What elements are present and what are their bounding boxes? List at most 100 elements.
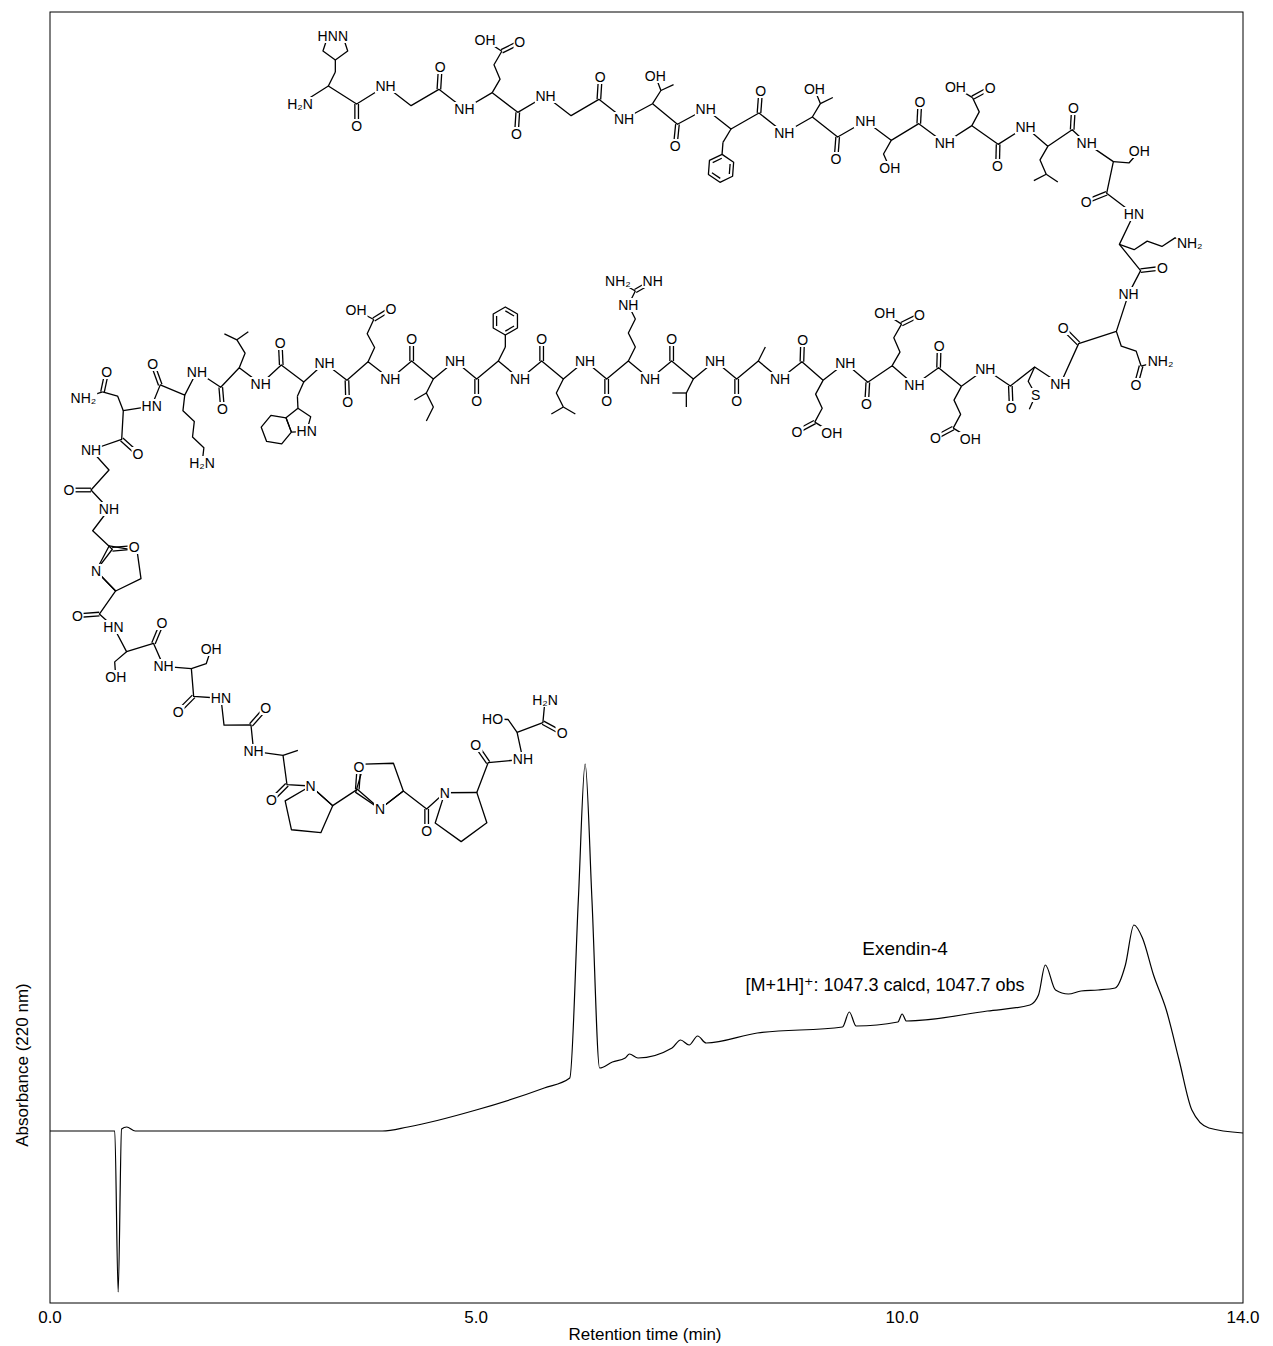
atom-label: O [71,609,84,623]
atom-label: HN [296,424,318,438]
bond-line [892,324,901,366]
bond-line [815,380,823,422]
bond-line [335,60,336,72]
atom-label: NH [1014,120,1036,134]
atom-label: NH [374,79,396,93]
atom-label: OH [1128,144,1151,158]
atom-label: N [305,779,317,793]
atom-label: O [1129,378,1142,392]
mass-annotation: [M+1H]⁺: 1047.3 calcd, 1047.7 obs [744,976,1025,994]
atom-label: HN [317,29,339,43]
atom-label: NH [444,354,466,368]
bond-line [505,326,514,331]
atom-label: O [513,35,526,49]
axis-title: Retention time (min) [567,1326,722,1343]
atom-label: NH [773,126,795,140]
atom-label: NH [974,362,996,376]
atom-label: NH₂ [1176,236,1204,250]
bond-line [661,85,674,91]
atom-label: O [469,738,482,752]
chromatogram-trace [50,764,1243,1292]
atom-label: HN [210,691,232,705]
bond-line [414,393,426,400]
bond-line [183,395,204,463]
atom-label: N [374,802,386,816]
bond-line [686,379,693,393]
atom-label: O [754,84,767,98]
atom-label: NH [1049,377,1071,391]
atom-label: O [100,365,113,379]
atom-label: O [984,81,997,95]
atom-label: OH [878,161,901,175]
atom-label: NH [243,744,265,758]
bond-line [672,392,686,393]
atom-label: OH [873,306,896,320]
bond-line [237,340,245,368]
atom-label: NH [153,659,175,673]
atom-label: NH [617,298,639,312]
bond-line [556,379,563,407]
bond-line [492,51,502,92]
atom-label: OH [820,426,843,440]
bond-line [1034,174,1046,180]
axis-title: Absorbance (220 nm) [14,982,31,1147]
bond-line [551,407,563,414]
atom-label: O [1005,401,1018,415]
atom-label: S [1030,388,1041,402]
bond-line [261,415,291,444]
atom-label: NH [509,372,531,386]
bond-line [972,98,979,126]
atom-label: NH [1076,136,1098,150]
tick-label: 10.0 [885,1309,920,1326]
bond-line [758,347,765,361]
atom-label: NH [313,356,335,370]
atom-label: NH [1118,287,1140,301]
atom-label: O [1156,261,1169,275]
bond-line [713,158,722,162]
atom-label: NH [250,377,272,391]
bond-line [1046,174,1058,182]
atom-label: NH [80,443,102,457]
atom-label: O [913,308,926,322]
atom-label: O [259,701,272,715]
atom-label: H₂N [531,693,559,707]
bond-line [721,142,723,154]
atom-label: O [913,95,926,109]
atom-label: HN [141,399,163,413]
atom-label: O [352,760,365,774]
atom-label: O [665,332,678,346]
atom-label: NH [639,372,661,386]
atom-label: NH [186,365,208,379]
bond-line [712,173,720,179]
bond-line [367,319,374,361]
atom-label: NH [453,102,475,116]
atom-label: O [265,793,278,807]
atom-label: O [420,824,433,838]
atom-label: NH [834,356,856,370]
bond-line [1040,146,1048,174]
atom-label: O [535,332,548,346]
atom-label: O [1067,101,1080,115]
atom-label: O [350,119,363,133]
bond-line [505,311,514,316]
plot-frame [50,12,1243,1303]
bond-line [1116,331,1141,366]
atom-label: OH [104,670,127,684]
atom-label: O [434,60,447,74]
atom-label: NH₂ [1147,354,1175,368]
bond-line [496,316,497,326]
atom-label: O [128,540,141,554]
bond-line [505,335,506,347]
atom-label: NH [98,502,120,516]
atom-label: NH [642,274,664,288]
atom-label: O [274,336,287,350]
atom-label: NH [854,114,876,128]
atom-label: O [796,333,809,347]
atom-label: O [132,447,145,461]
atom-label: NH [769,372,791,386]
atom-label: O [600,394,613,408]
atom-label: NH₂ [604,274,632,288]
atom-label: NH [534,89,556,103]
atom-label: NH [695,102,717,116]
